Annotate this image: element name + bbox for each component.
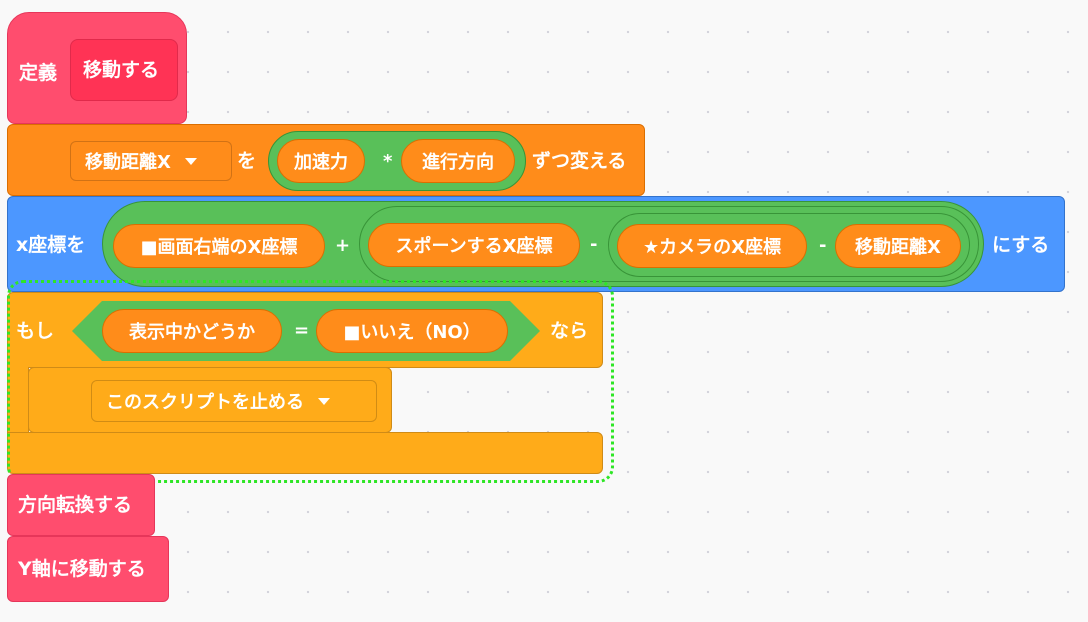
change-suffix: ずつ変える — [532, 150, 627, 172]
set-x-prefix: x座標を — [16, 234, 86, 256]
stop-option-label: このスクリプトを止める — [106, 392, 304, 413]
equals-operator-block[interactable]: 表示中かどうか = ■いいえ（NO） — [72, 301, 540, 361]
set-x-block[interactable]: x座標を ■画面右端のX座標 + スポーンするX座標 - ★カメラのX座標 - … — [7, 196, 1065, 292]
set-x-suffix: にする — [992, 234, 1050, 256]
define-hat-block[interactable]: 定義 移動する — [7, 12, 187, 124]
subtract-operator-block-outer[interactable]: スポーンするX座標 - ★カメラのX座標 - 移動距離X — [359, 206, 979, 282]
define-name-block[interactable]: 移動する — [70, 39, 178, 101]
variable-dropdown[interactable]: 移動距離X — [70, 141, 232, 181]
is-visible-label: 表示中かどうか — [129, 322, 255, 343]
if-suffix: なら — [550, 320, 589, 342]
chevron-down-icon — [318, 397, 330, 405]
minus-symbol-2: - — [819, 235, 827, 256]
screen-right-edge-label: ■画面右端のX座標 — [140, 237, 298, 258]
call-move-y-block[interactable]: Y軸に移動する — [7, 536, 169, 602]
direction-reporter[interactable]: 進行方向 — [401, 139, 515, 183]
selection-highlight — [7, 280, 614, 483]
is-visible-reporter[interactable]: 表示中かどうか — [102, 309, 282, 353]
define-name: 移動する — [83, 59, 160, 81]
subtract-operator-block-inner[interactable]: ★カメラのX座標 - 移動距離X — [608, 213, 970, 277]
define-label: 定義 — [19, 62, 58, 84]
plus-symbol: + — [335, 235, 351, 256]
screen-right-edge-reporter[interactable]: ■画面右端のX座標 — [113, 224, 325, 268]
stop-option-dropdown[interactable]: このスクリプトを止める — [91, 380, 377, 422]
equals-symbol: = — [294, 320, 310, 341]
move-distance-label: 移動距離X — [855, 237, 941, 258]
no-value-label: ■いいえ（NO） — [343, 322, 481, 343]
variable-dropdown-label: 移動距離X — [85, 152, 171, 173]
if-prefix: もし — [16, 320, 55, 342]
call-turn-block[interactable]: 方向転換する — [7, 474, 155, 536]
move-distance-reporter[interactable]: 移動距離X — [835, 224, 961, 268]
spawn-x-reporter[interactable]: スポーンするX座標 — [368, 223, 580, 267]
if-block-bottom — [7, 432, 603, 474]
spawn-x-label: スポーンするX座標 — [395, 236, 553, 257]
minus-symbol-1: - — [590, 234, 598, 255]
if-block-top[interactable]: もし 表示中かどうか = ■いいえ（NO） なら — [7, 292, 603, 368]
accel-reporter-label: 加速力 — [294, 152, 348, 173]
camera-x-reporter[interactable]: ★カメラのX座標 — [617, 224, 807, 268]
call-move-y-label: Y軸に移動する — [18, 558, 146, 580]
no-value-reporter[interactable]: ■いいえ（NO） — [316, 309, 508, 353]
multiply-operator-block[interactable]: 加速力 * 進行方向 — [268, 131, 526, 191]
change-word-wo: を — [237, 150, 257, 172]
chevron-down-icon — [184, 157, 197, 165]
camera-x-label: ★カメラのX座標 — [642, 237, 781, 258]
direction-reporter-label: 進行方向 — [422, 152, 494, 173]
accel-reporter[interactable]: 加速力 — [277, 139, 365, 183]
change-variable-block[interactable]: 移動距離X を 加速力 * 進行方向 ずつ変える — [7, 124, 645, 196]
call-turn-label: 方向転換する — [18, 494, 133, 516]
multiply-symbol: * — [383, 151, 393, 172]
add-operator-block[interactable]: ■画面右端のX座標 + スポーンするX座標 - ★カメラのX座標 - 移動距離X — [102, 201, 984, 287]
